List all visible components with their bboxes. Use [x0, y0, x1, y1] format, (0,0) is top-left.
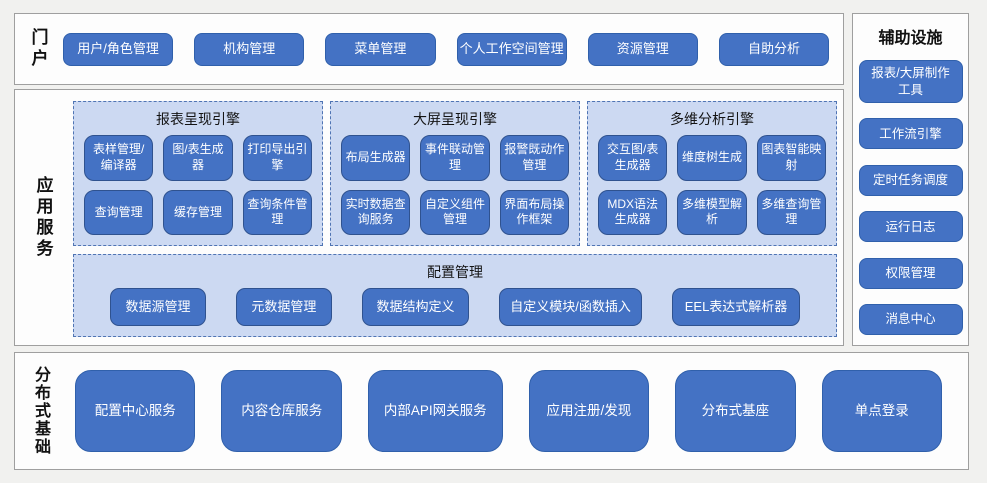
app-services-section: 应用服务 报表呈现引擎 表样管理/编译器 图/表生成器 打印导出引擎 查询管理 … — [14, 89, 844, 346]
node-content-repository-service: 内容仓库服务 — [221, 370, 342, 452]
node-run-logs: 运行日志 — [858, 211, 963, 243]
app-services-section-label: 应用服务 — [33, 175, 53, 260]
report-rendering-engine-title: 报表呈现引擎 — [156, 111, 240, 127]
config-mgmt-title: 配置管理 — [427, 264, 483, 281]
distributed-node-row: 配置中心服务 内容仓库服务 内部API网关服务 应用注册/发现 分布式基座 单点… — [65, 370, 968, 452]
node-data-structure-definition: 数据结构定义 — [361, 288, 470, 326]
node-config-center-service: 配置中心服务 — [75, 370, 196, 452]
bigscreen-rendering-engine-grid: 布局生成器 事件联动管理 报警既动作管理 实时数据查询服务 自定义组件管理 界面… — [341, 135, 569, 236]
multidim-analysis-engine-grid: 交互图/表生成器 维度树生成 图表智能映射 MDX语法生成器 多维模型解析 多维… — [598, 135, 826, 236]
node-permission-mgmt: 权限管理 — [858, 257, 963, 289]
node-multidim-model-parsing: 多维模型解析 — [677, 189, 747, 236]
node-alarm-action-mgmt: 报警既动作管理 — [499, 135, 569, 181]
node-chart-table-generator: 图/表生成器 — [163, 135, 233, 181]
node-custom-component-mgmt: 自定义组件管理 — [420, 189, 490, 236]
portal-section-label: 门户 — [28, 28, 48, 70]
node-print-export-engine: 打印导出引擎 — [242, 135, 312, 181]
distributed-base-section-label: 分布式基础 — [32, 366, 49, 456]
node-internal-api-gateway-service: 内部API网关服务 — [367, 370, 503, 452]
node-query-condition-mgmt: 查询条件管理 — [242, 189, 312, 236]
node-mdx-syntax-generator: MDX语法生成器 — [598, 189, 668, 236]
portal-node-personal-workspace-mgmt: 个人工作空间管理 — [456, 32, 567, 66]
distributed-base-section: 分布式基础 配置中心服务 内容仓库服务 内部API网关服务 应用注册/发现 分布… — [14, 352, 969, 470]
portal-node-user-role-mgmt: 用户/角色管理 — [63, 32, 174, 66]
node-event-linkage-mgmt: 事件联动管理 — [420, 135, 490, 181]
portal-node-row: 用户/角色管理 机构管理 菜单管理 个人工作空间管理 资源管理 自助分析 — [61, 32, 843, 66]
node-scheduled-task-dispatch: 定时任务调度 — [858, 164, 963, 196]
node-ui-layout-framework: 界面布局操作框架 — [499, 189, 569, 236]
portal-node-menu-mgmt: 菜单管理 — [325, 32, 436, 66]
multidim-analysis-engine-title: 多维分析引擎 — [670, 111, 754, 127]
engines-row: 报表呈现引擎 表样管理/编译器 图/表生成器 打印导出引擎 查询管理 缓存管理 … — [73, 101, 837, 247]
node-cache-mgmt: 缓存管理 — [163, 189, 233, 236]
report-rendering-engine-grid: 表样管理/编译器 图/表生成器 打印导出引擎 查询管理 缓存管理 查询条件管理 — [84, 135, 312, 236]
node-interactive-chart-generator: 交互图/表生成器 — [598, 135, 668, 181]
node-dimension-tree-generation: 维度树生成 — [677, 135, 747, 181]
bigscreen-rendering-engine-box: 大屏呈现引擎 布局生成器 事件联动管理 报警既动作管理 实时数据查询服务 自定义… — [330, 101, 580, 247]
node-distributed-foundation: 分布式基座 — [675, 370, 796, 452]
node-single-sign-on: 单点登录 — [821, 370, 943, 452]
node-datasource-mgmt: 数据源管理 — [110, 288, 206, 326]
auxiliary-node-column: 报表/大屏制作工具 工作流引擎 定时任务调度 运行日志 权限管理 消息中心 — [858, 60, 963, 335]
app-services-content: 报表呈现引擎 表样管理/编译器 图/表生成器 打印导出引擎 查询管理 缓存管理 … — [71, 90, 843, 345]
node-message-center: 消息中心 — [858, 303, 963, 335]
node-report-bigscreen-authoring-tool: 报表/大屏制作工具 — [858, 60, 963, 103]
portal-node-resource-mgmt: 资源管理 — [587, 32, 698, 66]
node-multidim-query-mgmt: 多维查询管理 — [756, 189, 826, 236]
node-workflow-engine: 工作流引擎 — [858, 118, 963, 150]
node-eel-expression-parser: EEL表达式解析器 — [672, 288, 800, 326]
report-rendering-engine-box: 报表呈现引擎 表样管理/编译器 图/表生成器 打印导出引擎 查询管理 缓存管理 … — [73, 101, 323, 247]
node-app-registration-discovery: 应用注册/发现 — [528, 370, 650, 452]
auxiliary-facilities-title: 辅助设施 — [878, 30, 943, 47]
node-metadata-mgmt: 元数据管理 — [235, 288, 332, 326]
config-mgmt-row: 数据源管理 元数据管理 数据结构定义 自定义模块/函数插入 EEL表达式解析器 — [84, 288, 826, 326]
node-report-style-compiler: 表样管理/编译器 — [84, 135, 154, 181]
portal-node-self-service-analysis: 自助分析 — [718, 32, 830, 66]
portal-section: 门户 用户/角色管理 机构管理 菜单管理 个人工作空间管理 资源管理 自助分析 — [14, 13, 844, 85]
node-layout-generator: 布局生成器 — [341, 135, 411, 181]
node-custom-module-function-insert: 自定义模块/函数插入 — [499, 288, 643, 326]
auxiliary-facilities-section: 辅助设施 报表/大屏制作工具 工作流引擎 定时任务调度 运行日志 权限管理 消息… — [852, 13, 969, 346]
node-query-mgmt: 查询管理 — [84, 189, 154, 236]
config-mgmt-box: 配置管理 数据源管理 元数据管理 数据结构定义 自定义模块/函数插入 EEL表达… — [73, 254, 837, 337]
node-chart-smart-mapping: 图表智能映射 — [756, 135, 826, 181]
portal-node-org-mgmt: 机构管理 — [194, 32, 305, 66]
node-realtime-data-query-service: 实时数据查询服务 — [341, 189, 411, 236]
multidim-analysis-engine-box: 多维分析引擎 交互图/表生成器 维度树生成 图表智能映射 MDX语法生成器 多维… — [587, 101, 837, 247]
bigscreen-rendering-engine-title: 大屏呈现引擎 — [413, 111, 497, 127]
